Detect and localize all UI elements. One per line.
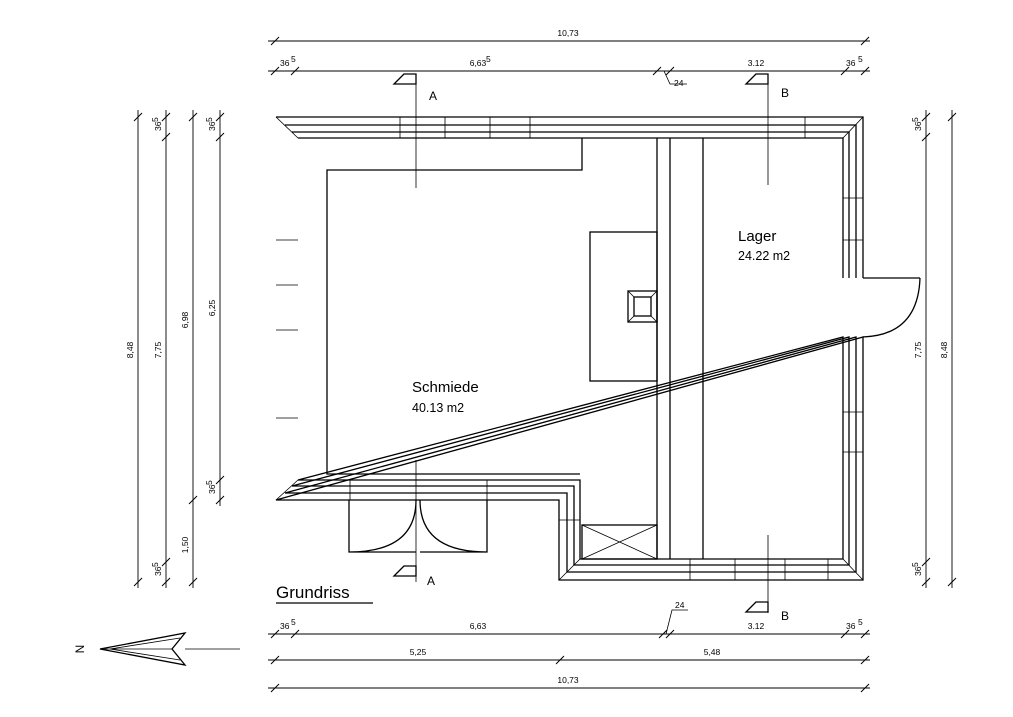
left-b-total-dim: 6,98 [180,311,190,328]
right-inner-bottom-dim: 36 [913,566,923,576]
top-seg-mid-dim: 24 [674,78,684,88]
interior-partitions [326,138,704,560]
right-inner-bottom-sup: 5 [910,562,920,567]
room-area-schmiede: 40.13 m2 [412,401,464,415]
right-inner-top-sup: 5 [910,117,920,122]
bottom-seg-left-dim: 36 [280,621,290,631]
section-b-top-label: B [781,86,789,100]
left-outer-dim: 8,48 [125,341,135,358]
top-seg-main-sup: 5 [486,54,491,64]
left-dimensions: 8,48 36 5 7,75 36 5 6,98 1,50 36 5 6,25 … [125,110,225,588]
right-inner-total-dim: 7,75 [913,341,923,358]
north-label: N [73,645,87,654]
bottom-seg-end-sup: 5 [858,617,863,627]
left-c-bottom-dim: 36 [207,484,217,494]
room-labels: Schmiede 40.13 m2 Lager 24.22 m2 [412,228,790,415]
top-seg-end-sup: 5 [858,54,863,64]
left-c-top-dim: 36 [207,121,217,131]
section-a-bottom-label: A [427,574,435,588]
left-c-top-sup: 5 [204,117,214,122]
left-b-lower-dim: 1,50 [180,536,190,553]
left-a-bottom-dim: 36 [153,566,163,576]
bottom-seg-right-dim: 3.12 [748,621,765,631]
section-b-bottom-label: B [781,609,789,623]
top-seg-main-dim: 6,63 [470,58,487,68]
top-seg-left-sup: 5 [291,54,296,64]
left-a-top-sup: 5 [150,117,160,122]
left-c-bottom-sup: 5 [204,480,214,485]
bottom-split-right-dim: 5,48 [704,647,721,657]
room-name-schmiede: Schmiede [412,379,479,396]
section-a-top-label: A [429,89,437,103]
north-arrow-icon: N [73,632,240,666]
top-seg-left-dim: 36 [280,58,290,68]
right-dimensions: 36 5 7,75 36 5 8,48 [910,110,957,588]
bottom-seg-main-dim: 6,63 [470,621,487,631]
plan-title: Grundriss [276,583,350,602]
left-a-top-dim: 36 [153,121,163,131]
top-seg-end-dim: 36 [846,58,856,68]
bottom-seg-mid-dim: 24 [675,600,685,610]
building-walls [275,116,864,581]
room-name-lager: Lager [738,228,776,245]
left-a-bottom-sup: 5 [150,562,160,567]
right-inner-top-dim: 36 [913,121,923,131]
section-markers: A A B B [392,73,789,623]
room-area-lager: 24.22 m2 [738,249,790,263]
left-a-total-dim: 7,75 [153,341,163,358]
top-total-dim: 10,73 [557,28,579,38]
right-outer-dim: 8,48 [939,341,949,358]
bottom-seg-left-sup: 5 [291,617,296,627]
bottom-dimensions: 36 5 6,63 24 3.12 36 5 5,25 5,48 10,73 [268,600,870,693]
bottom-seg-end-dim: 36 [846,621,856,631]
left-c-total-dim: 6,25 [207,299,217,316]
doors [348,277,921,553]
bottom-total-dim: 10,73 [557,675,579,685]
top-dimensions: 10,73 36 5 6,63 5 24 3.12 36 5 [268,28,870,88]
bottom-split-left-dim: 5,25 [410,647,427,657]
top-seg-right-dim: 3.12 [748,58,765,68]
